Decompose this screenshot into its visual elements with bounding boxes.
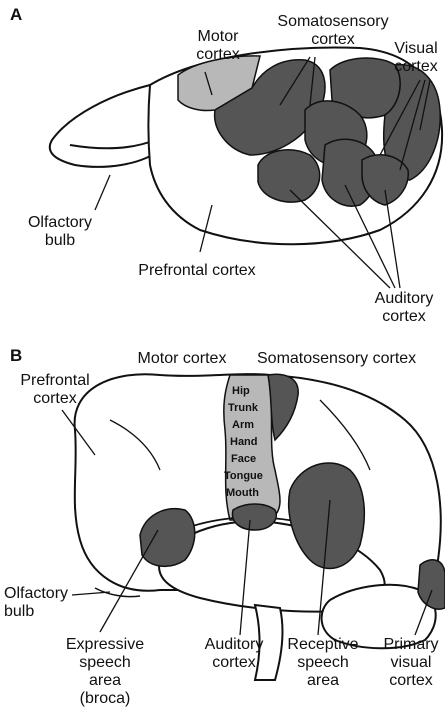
a-soma-label-line-2: cortex [268, 31, 398, 49]
b-olfactory-label-line-1: Olfactory [4, 585, 94, 603]
a-auditory-label-line-1: Auditory [364, 290, 444, 308]
a-auditory-region-1 [258, 150, 320, 202]
b-primary-visual-cortex-label: Primary visual cortex [378, 636, 444, 690]
a-visual-cortex-label: Visual cortex [388, 40, 444, 76]
b-expressive-label-line-2: speech [52, 654, 158, 672]
b-receptive-speech-label: Receptive speech area [278, 636, 368, 690]
b-visual-label-line-3: cortex [378, 672, 444, 690]
b-homunculus-face: Face [231, 453, 256, 466]
panel-b-letter: B [10, 346, 22, 366]
b-auditory-area [232, 504, 276, 530]
b-homunculus-hip: Hip [232, 385, 250, 398]
b-receptive-label-line-2: speech [278, 654, 368, 672]
a-motor-cortex-label: Motor cortex [178, 28, 258, 64]
b-prefrontal-label-line-2: cortex [14, 390, 96, 408]
b-prefrontal-label-line-1: Prefrontal [14, 372, 96, 390]
b-expressive-label-line-4: (broca) [52, 690, 158, 708]
b-auditory-cortex-label: Auditory cortex [192, 636, 276, 672]
b-receptive-label-line-3: area [278, 672, 368, 690]
b-expressive-label-line-1: Expressive [52, 636, 158, 654]
b-auditory-label-line-2: cortex [192, 654, 276, 672]
b-motor-cortex-label: Motor cortex [122, 350, 242, 368]
b-receptive-label-line-1: Receptive [278, 636, 368, 654]
b-visual-label-line-1: Primary [378, 636, 444, 654]
a-motor-label-line-1: Motor [178, 28, 258, 46]
b-auditory-label-line-1: Auditory [192, 636, 276, 654]
a-auditory-label-line-2: cortex [364, 308, 444, 326]
a-soma-label-line-1: Somatosensory [268, 13, 398, 31]
b-homunculus-hand: Hand [230, 436, 258, 449]
b-visual-label-line-2: visual [378, 654, 444, 672]
a-visual-label-line-2: cortex [388, 58, 444, 76]
a-olfactory-pointer [95, 175, 110, 210]
b-expressive-speech-label: Expressive speech area (broca) [52, 636, 158, 708]
a-olfactory-bulb-label: Olfactory bulb [20, 214, 100, 250]
b-homunculus-tongue: Tongue [224, 470, 263, 483]
a-somatosensory-cortex-label: Somatosensory cortex [268, 13, 398, 49]
b-olfactory-label-line-2: bulb [4, 603, 94, 621]
b-olfactory-bulb-label: Olfactory bulb [4, 585, 94, 621]
a-visual-label-line-1: Visual [388, 40, 444, 58]
b-homunculus-arm: Arm [232, 419, 254, 432]
a-motor-label-line-2: cortex [178, 46, 258, 64]
b-homunculus-mouth: Mouth [226, 487, 259, 500]
b-somatosensory-cortex-label: Somatosensory cortex [257, 350, 445, 368]
panel-a-drawing [50, 47, 442, 288]
a-prefrontal-cortex-label: Prefrontal cortex [122, 262, 272, 280]
b-prefrontal-cortex-label: Prefrontal cortex [14, 372, 96, 408]
a-olfactory-bulb-shape [50, 85, 160, 167]
b-homunculus-trunk: Trunk [228, 402, 258, 415]
a-olfactory-label-line-1: Olfactory [20, 214, 100, 232]
a-auditory-cortex-label: Auditory cortex [364, 290, 444, 326]
a-olfactory-label-line-2: bulb [20, 232, 100, 250]
panel-a-letter: A [10, 5, 22, 25]
b-expressive-label-line-3: area [52, 672, 158, 690]
